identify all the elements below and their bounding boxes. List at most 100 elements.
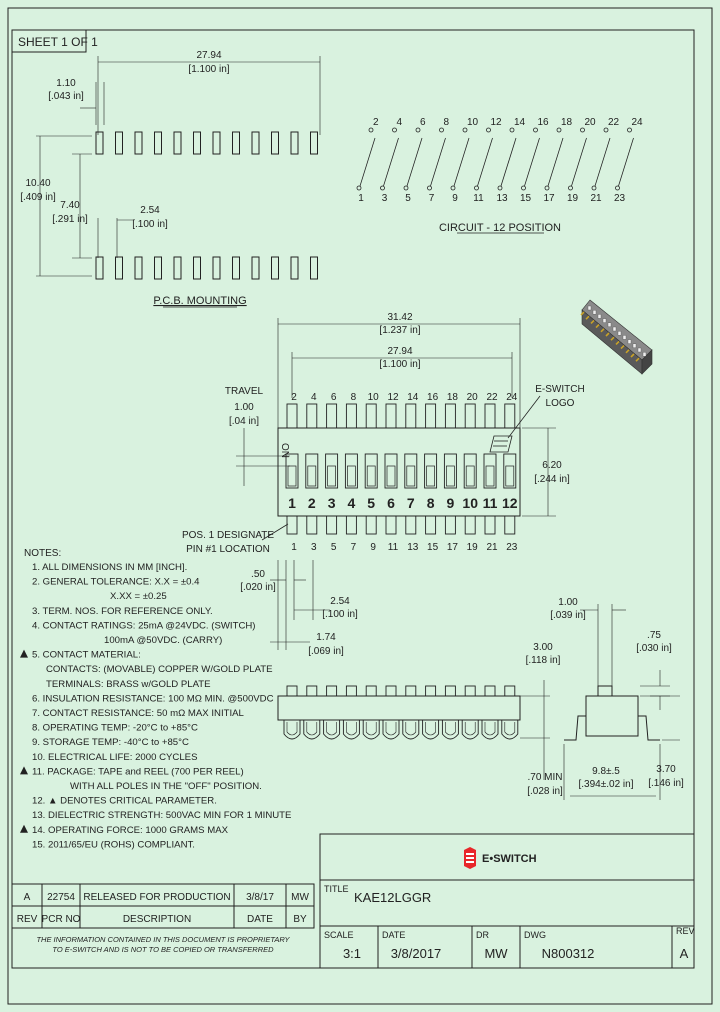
circuit-bottom-number: 17 xyxy=(543,193,555,204)
front-pins-dim-in: [1.100 in] xyxy=(379,359,420,370)
circuit-bottom-number: 21 xyxy=(590,193,602,204)
pcb-pad xyxy=(173,256,182,280)
switch-contact xyxy=(427,185,432,191)
thumb-pin xyxy=(615,340,620,345)
sheet-border xyxy=(7,7,713,1005)
side-profile-view: 1.00 [.039 in] .75 [.030 in] 9.8±.5 [.39… xyxy=(550,597,684,800)
pcb-pad xyxy=(251,256,260,280)
confidential-line-1: THE INFORMATION CONTAINED IN THIS DOCUME… xyxy=(36,935,290,944)
thumb-actuator xyxy=(632,343,637,348)
dim-100: 1.00 xyxy=(558,597,578,608)
drawn-by-label: DR xyxy=(476,930,489,940)
front-actuator xyxy=(307,465,317,487)
bottom-tab xyxy=(345,685,357,697)
pcb-inner-dim-in: [.291 in] xyxy=(52,214,88,225)
front-actuator-slot xyxy=(285,453,299,489)
front-top-pin-number: 2 xyxy=(291,392,297,403)
front-top-pin xyxy=(385,403,397,429)
pcb-pitch-dim: 2.54 xyxy=(140,205,160,216)
bottom-body xyxy=(277,695,521,721)
front-actuator-slot xyxy=(305,453,319,489)
switch-contact xyxy=(497,185,503,191)
front-bottom-pin-number: 17 xyxy=(447,542,459,553)
front-top-pin xyxy=(286,403,298,429)
circuit-bottom-number: 23 xyxy=(614,193,626,204)
switch-contact xyxy=(403,185,409,191)
front-bottom-pin-number: 7 xyxy=(351,542,357,553)
by-header: BY xyxy=(293,914,307,925)
front-actuator xyxy=(406,465,416,487)
front-top-pin xyxy=(504,403,516,429)
front-bottom-pin-number: 15 xyxy=(427,542,439,553)
switch-position-number: 1 xyxy=(288,495,296,511)
note-line: TERMINALS: BRASS w/GOLD PLATE xyxy=(46,679,211,690)
switch-contact xyxy=(486,127,491,133)
travel-value: 1.00 xyxy=(234,402,254,413)
circuit-title: CIRCUIT - 12 POSITION xyxy=(439,222,561,234)
switch-position-number: 3 xyxy=(328,495,336,511)
front-pins-bottom xyxy=(286,515,516,535)
dim-300-in: [.118 in] xyxy=(526,655,561,666)
switch-blade xyxy=(594,137,611,187)
circuit-top-number: 20 xyxy=(585,117,597,128)
front-actuator-slot xyxy=(384,453,398,489)
note-line: 100mA @50VDC. (CARRY) xyxy=(104,635,222,646)
switch-position-number: 11 xyxy=(483,495,498,511)
bottom-leg-inner xyxy=(425,722,436,736)
bottom-leg xyxy=(342,720,360,740)
circuit-bottom-number: 5 xyxy=(405,193,411,204)
dim-100-in: [.039 in] xyxy=(550,610,586,621)
bottom-tab xyxy=(326,685,338,697)
front-bottom-pin xyxy=(405,515,417,535)
scale-label: SCALE xyxy=(324,930,354,940)
pcb-height-dim: 10.40 xyxy=(25,178,50,189)
travel-value-in: [.04 in] xyxy=(229,416,259,427)
front-height-dim-in: [.244 in] xyxy=(534,474,570,485)
circuit-top-number: 6 xyxy=(420,117,426,128)
pcb-width-dim-in: [1.100 in] xyxy=(188,64,229,75)
pcb-pad xyxy=(310,256,318,280)
front-bottom-pin-number: 21 xyxy=(486,542,498,553)
bottom-leg-inner xyxy=(405,722,417,736)
switch-contact xyxy=(627,127,632,133)
front-top-pin xyxy=(365,403,377,429)
confidential-line-2: TO E-SWITCH AND IS NOT TO BE COPIED OR T… xyxy=(52,945,274,954)
circuit-bottom-number: 3 xyxy=(382,193,388,204)
front-actuator xyxy=(446,465,455,487)
switch-position-number: 10 xyxy=(462,495,478,511)
switch-contact xyxy=(368,127,374,133)
switch-blade xyxy=(618,137,634,187)
switch-contact xyxy=(591,185,597,191)
front-top-pin-number: 16 xyxy=(427,392,439,403)
front-bottom-pin xyxy=(286,515,298,535)
thumb-pin xyxy=(605,332,610,337)
front-actuator xyxy=(465,465,475,487)
front-actuators xyxy=(285,453,517,489)
pcb-pad xyxy=(95,256,104,280)
front-top-pin-number: 12 xyxy=(387,392,399,403)
bottom-leg xyxy=(402,720,420,740)
front-overall-dim-in: [1.237 in] xyxy=(379,325,420,336)
thumb-pin xyxy=(610,336,615,341)
front-actuator-slot xyxy=(325,453,339,489)
switch-blade xyxy=(524,137,540,187)
switch-blade xyxy=(477,137,493,187)
switch-position-number: 12 xyxy=(502,495,518,511)
pcb-pad xyxy=(154,131,162,155)
bottom-leg xyxy=(461,720,479,740)
bottom-leg-inner xyxy=(326,722,337,736)
front-actuator xyxy=(386,465,396,487)
bottom-leg-inner xyxy=(445,722,456,736)
rev-value: A xyxy=(24,892,31,903)
bottom-tab xyxy=(405,685,417,697)
bottom-leg xyxy=(283,720,301,740)
front-top-pin xyxy=(444,403,456,429)
dim-50-in: [.020 in] xyxy=(240,582,276,593)
eswitch-logo-label: E-SWITCH xyxy=(535,384,584,395)
front-bottom-pin xyxy=(464,515,476,535)
thumb-pin xyxy=(590,319,595,324)
front-top-pin xyxy=(425,403,437,429)
dwg-value: N800312 xyxy=(542,946,595,961)
